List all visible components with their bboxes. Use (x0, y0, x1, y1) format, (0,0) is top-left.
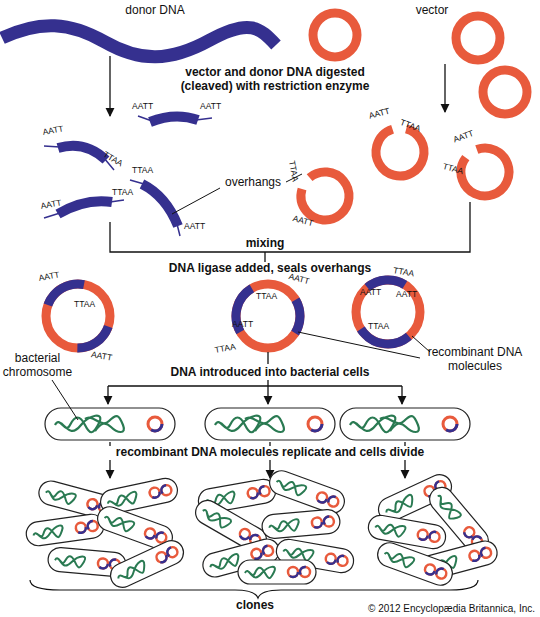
clone-cell (367, 513, 448, 550)
step-text: DNA introduced into bacterial cells (120, 366, 420, 380)
clone-cell (266, 467, 348, 516)
leader-line (172, 174, 302, 214)
clone-cell (25, 513, 106, 548)
callout-label: bacterial chromosome (0, 352, 75, 380)
flow-arrow (401, 386, 402, 404)
bacterial-cell (340, 408, 470, 440)
sequence-label: AATT (452, 129, 475, 145)
donor-fragment (142, 184, 178, 226)
flow-line (264, 252, 265, 262)
dna-label: vector (402, 4, 462, 18)
sequence-label: TTAA (368, 322, 389, 332)
clone-cell (238, 560, 316, 584)
clone-cell (374, 539, 456, 588)
brace (30, 580, 478, 598)
callout-label: overhangs (218, 176, 288, 190)
step-text: recombinant DNA molecules replicate and … (60, 446, 480, 460)
vector-plasmid (313, 13, 357, 57)
sequence-label: TTAA (214, 342, 236, 355)
donor-insert (343, 267, 433, 357)
overhang-strand (138, 116, 212, 121)
flow-line (267, 352, 268, 364)
group-label: clones (220, 599, 290, 613)
vector-plasmid (456, 16, 500, 60)
callout-label: recombinant DNA molecules (420, 346, 530, 374)
flow-arrow (444, 64, 445, 112)
sequence-label: TTAA (256, 292, 277, 302)
sequence-label: AATT (184, 222, 205, 232)
bracket (110, 202, 470, 252)
sequence-label: AATT (396, 290, 417, 300)
sequence-label: AATT (360, 288, 381, 298)
flow-arrow (109, 56, 110, 116)
clone-cell (107, 537, 188, 592)
sequence-label: AATT (38, 270, 60, 283)
sequence-label: TTAA (132, 166, 153, 176)
leader-line (52, 380, 78, 420)
vector-plasmid (483, 70, 527, 114)
dna-label: donor DNA (100, 4, 210, 18)
sequence-label: AATT (132, 102, 153, 112)
sequence-label: TTAA (112, 188, 133, 198)
donor-fragment (58, 201, 112, 214)
donor-dna (2, 26, 276, 57)
step-text: DNA ligase added, seals overhangs (120, 262, 420, 276)
cut-vector (371, 123, 430, 182)
donor-insert (37, 275, 119, 357)
donor-fragment (58, 146, 106, 160)
step-text: mixing (225, 237, 305, 251)
bacterial-cell (45, 408, 175, 440)
sequence-label: TTAA (74, 300, 95, 310)
sequence-label: TTAA (286, 160, 299, 182)
flow-arrow (267, 386, 268, 404)
cut-vector (454, 141, 516, 203)
leader-line (298, 332, 430, 358)
sequence-label: AATT (368, 107, 391, 122)
copyright: © 2012 Encyclopædia Britannica, Inc. (330, 603, 535, 615)
cut-vector (291, 162, 359, 230)
donor-insert (224, 272, 311, 359)
sequence-label: AATT (200, 102, 221, 112)
bracket (108, 380, 402, 386)
step-text: vector and donor DNA digested (cleaved) … (170, 66, 380, 94)
sequence-label: AATT (42, 124, 64, 137)
sequence-label: AATT (90, 350, 112, 363)
sequence-label: AATT (232, 320, 253, 330)
overhang-strand (130, 180, 180, 236)
flow-arrow (107, 386, 108, 404)
sequence-label: TTAA (101, 150, 124, 169)
donor-fragment (150, 116, 198, 122)
clone-cell (261, 509, 341, 540)
bacterial-cell (205, 408, 335, 440)
